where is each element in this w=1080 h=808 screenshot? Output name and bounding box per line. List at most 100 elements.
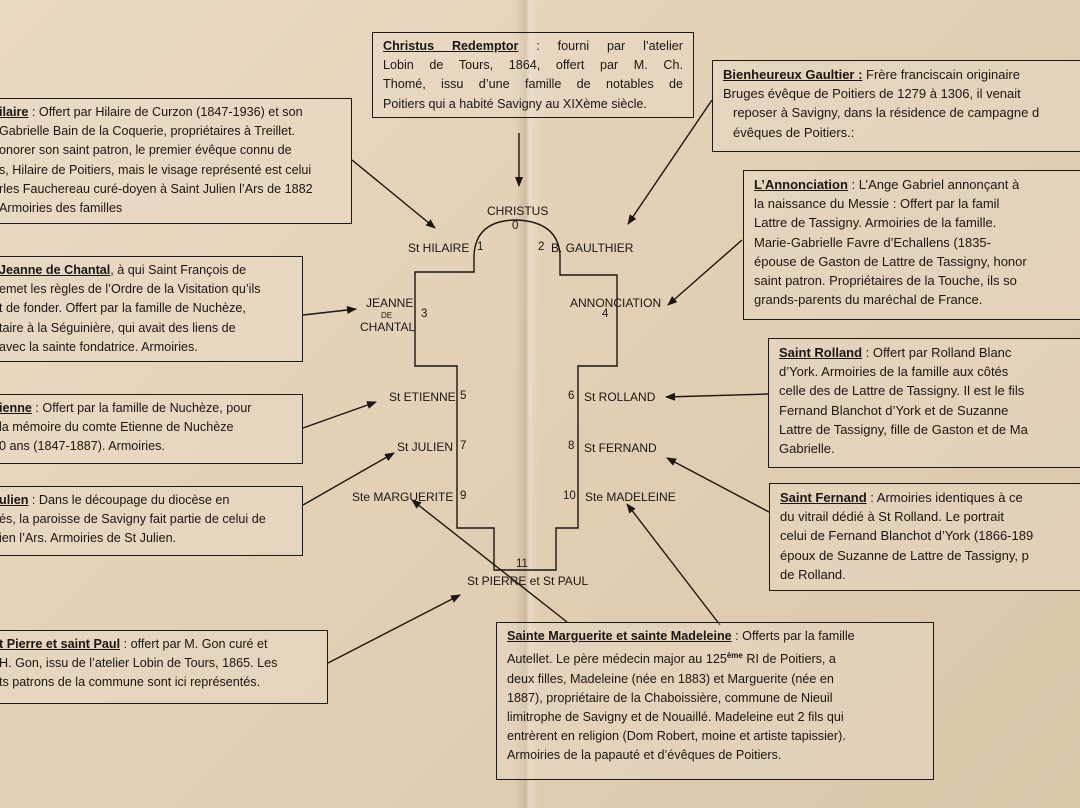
box-hilaire-line-4: rles Fauchereau curé-doyen à Saint Julie… — [0, 181, 313, 196]
label-pierre: St PIERRE et St PAUL — [467, 574, 589, 588]
box-gaultier-line-3: évêques de Poitiers.: — [733, 124, 855, 140]
label-marguerite: Ste MARGUERITE — [352, 490, 454, 504]
box-fernand-title: Saint Fernand — [780, 490, 867, 505]
box-sainte-marguerite-et-madeleine: Sainte Marguerite et sainte Madeleine : … — [496, 622, 934, 780]
arrow-hilaire — [351, 159, 436, 229]
number-9: 9 — [460, 490, 467, 502]
box-fernand-line-2: celui de Fernand Blanchot d’York (1866-1… — [780, 528, 1034, 544]
box-saint-hilaire: ilaire : Offert par Hilaire de Curzon (1… — [0, 98, 352, 224]
box-hilaire-line-5: Armoiries des familles — [0, 201, 123, 216]
box-etienne-line-1: la mémoire du comte Etienne de Nuchèze — [0, 420, 234, 435]
box-fernand-line-0: : Armoiries identiques à ce — [866, 490, 1023, 505]
box-saint-julien: ulien : Dans le découpage du diocèse en … — [0, 486, 303, 556]
box-gaultier-title: Bienheureux Gaultier : — [723, 67, 863, 82]
box-julien-line-0: : Dans le découpage du diocèse en — [28, 493, 230, 507]
box-hilaire-title: ilaire — [0, 105, 29, 119]
label-de: DE — [381, 311, 393, 320]
box-hilaire-line-0: : Offert par Hilaire de Curzon (1847-193… — [28, 105, 303, 119]
box-marguerite-line-7: Armoiries de la papauté et d’évêques de … — [507, 748, 782, 763]
box-marguerite-title: Sainte Marguerite et sainte Madeleine — [507, 629, 732, 643]
box-pierre-title: t Pierre et saint Paul — [0, 637, 121, 651]
box-rolland-line-2: celle des de Lattre de Tassigny. Il est … — [779, 383, 1025, 399]
box-etienne-line-0: : Offert par la famille de Nuchèze, pour — [31, 401, 252, 415]
box-marguerite-line-3: deux filles, Madeleine (née en 1883) et … — [507, 671, 834, 686]
box-annonciation-line-1: la naissance du Messie : Offert par la f… — [754, 196, 1000, 212]
box-julien-line-1: és, la paroisse de Savigny fait partie d… — [0, 512, 266, 527]
box-hilaire-line-3: s, Hilaire de Poitiers, mais le visage r… — [0, 162, 312, 177]
box-fernand-line-4: de Rolland. — [780, 566, 846, 582]
box-marguerite-line-5: limitrophe de Savigny et de Nouaillé. Ma… — [507, 710, 844, 724]
box-rolland-line-5: Gabrielle. — [779, 441, 835, 457]
arrow-marguerite — [411, 499, 568, 623]
arrow-madeleine — [626, 503, 721, 626]
box-annonciation-line-6: grands-parents du maréchal de France. — [754, 292, 983, 308]
box-chantal-line-2: t de fonder. Offert par la famille de Nu… — [0, 301, 246, 316]
label-hilaire: St HILAIRE — [408, 241, 470, 255]
label-jeanne: JEANNE — [366, 296, 414, 310]
box-jeanne-de-chantal: Jeanne de Chantal, à qui Saint François … — [0, 256, 303, 362]
box-pierre-line-2: ts patrons de la commune sont ici représ… — [0, 675, 261, 690]
label-chantal: CHANTAL — [360, 320, 416, 334]
box-christus-line-2: Thomé, issu d’une famille de notables de — [383, 77, 683, 92]
box-christus-redemptor: Christus Redemptor : fourni par l’atelie… — [372, 32, 694, 118]
box-marguerite-line-6: entrèrent en religion (Dom Robert, moine… — [507, 729, 846, 744]
label-annonciation: ANNONCIATION — [570, 296, 662, 310]
label-gaulthier: B. GAULTHIER — [551, 241, 634, 255]
box-marguerite-line-0: : Offerts par la famille — [731, 629, 855, 643]
label-julien: St JULIEN — [397, 440, 454, 454]
number-7: 7 — [460, 440, 467, 452]
box-fernand-line-1: du vitrail dédié à St Rolland. Le portra… — [780, 509, 1005, 525]
number-1: 1 — [477, 241, 484, 253]
number-10: 10 — [563, 490, 576, 502]
box-annonciation-line-0: : L’Ange Gabriel annonçant à — [847, 177, 1020, 192]
box-christus-line-3: Poitiers qui a habité Savigny au XIXème … — [383, 96, 647, 111]
box-christus-line-0: : fourni par l’atelier — [518, 39, 683, 53]
box-marguerite-line-4: 1887), propriétaire de la Chaboissière, … — [507, 690, 833, 705]
box-marguerite-line-1: Autellet. Le père médecin major au 125 — [507, 652, 727, 667]
arrow-julien — [302, 452, 395, 506]
box-annonciation-title: L’Annonciation — [754, 177, 848, 192]
box-gaultier-line-2: reposer à Savigny, dans la résidence de … — [733, 105, 1040, 121]
box-annonciation-line-2: Lattre de Tassigny. Armoiries de la fami… — [754, 215, 997, 231]
number-3: 3 — [421, 308, 428, 320]
arrow-chantal — [302, 306, 357, 316]
box-christus-line-1: Lobin de Tours, 1864, offert par M. Ch. — [383, 58, 683, 73]
box-julien-line-2: ien l’Ars. Armoiries de St Julien. — [0, 531, 177, 546]
box-chantal-title: Jeanne de Chantal — [0, 263, 111, 277]
box-chantal-line-4: avec la sainte fondatrice. Armoiries. — [0, 339, 198, 354]
box-hilaire-line-2: onorer son saint patron, le premier évêq… — [0, 143, 292, 158]
arrow-etienne — [302, 401, 377, 429]
box-etienne-title: ienne — [0, 401, 32, 415]
arrow-annonciation — [667, 239, 743, 306]
number-4: 4 — [602, 308, 609, 320]
box-rolland-line-0: : Offert par Rolland Blanc — [862, 345, 1012, 360]
box-annonciation-line-4: épouse de Gaston de Lattre de Tassigny, … — [754, 253, 1027, 269]
arrow-gaultier — [627, 99, 713, 225]
box-gaultier-line-1: Bruges évêque de Poitiers de 1279 à 1306… — [723, 86, 1021, 102]
box-bienheureux-gaultier: Bienheureux Gaultier : Frère franciscain… — [712, 60, 1080, 152]
box-christus-title: Christus Redemptor — [383, 39, 519, 53]
box-rolland-line-1: d’York. Armoiries de la famille aux côté… — [779, 364, 1009, 380]
box-annonciation-line-5: saint patron. Propriétaires de la Touche… — [754, 273, 1017, 289]
box-saint-etienne: ienne : Offert par la famille de Nuchèze… — [0, 394, 303, 464]
box-julien-title: ulien — [0, 493, 29, 507]
box-hilaire-line-1: Gabrielle Bain de la Coquerie, propriéta… — [0, 124, 296, 139]
number-11: 11 — [516, 558, 528, 570]
box-chantal-line-3: taire à la Séguinière, qui avait des lie… — [0, 320, 236, 335]
box-annonciation-line-3: Marie-Gabrielle Favre d’Echallens (1835- — [754, 234, 991, 250]
label-rolland: St ROLLAND — [584, 390, 656, 404]
box-marguerite-superscript: ème — [726, 651, 743, 661]
arrow-rolland — [665, 392, 769, 401]
number-2: 2 — [538, 241, 545, 253]
label-etienne: St ETIENNE — [389, 390, 456, 404]
arrow-pierre — [327, 594, 461, 664]
box-marguerite-line-2: RI de Poitiers, a — [742, 652, 836, 667]
label-fernand: St FERNAND — [584, 441, 657, 455]
box-rolland-title: Saint Rolland — [779, 345, 863, 360]
number-6: 6 — [568, 390, 575, 402]
number-0: 0 — [512, 220, 519, 232]
box-rolland-line-4: Lattre de Tassigny, fille de Gaston et d… — [779, 421, 1028, 437]
box-etienne-line-2: 0 ans (1847-1887). Armoiries. — [0, 439, 165, 454]
box-gaultier-line-0: Frère franciscain originaire — [862, 67, 1020, 82]
box-annonciation: L’Annonciation : L’Ange Gabriel annonçan… — [743, 170, 1080, 320]
